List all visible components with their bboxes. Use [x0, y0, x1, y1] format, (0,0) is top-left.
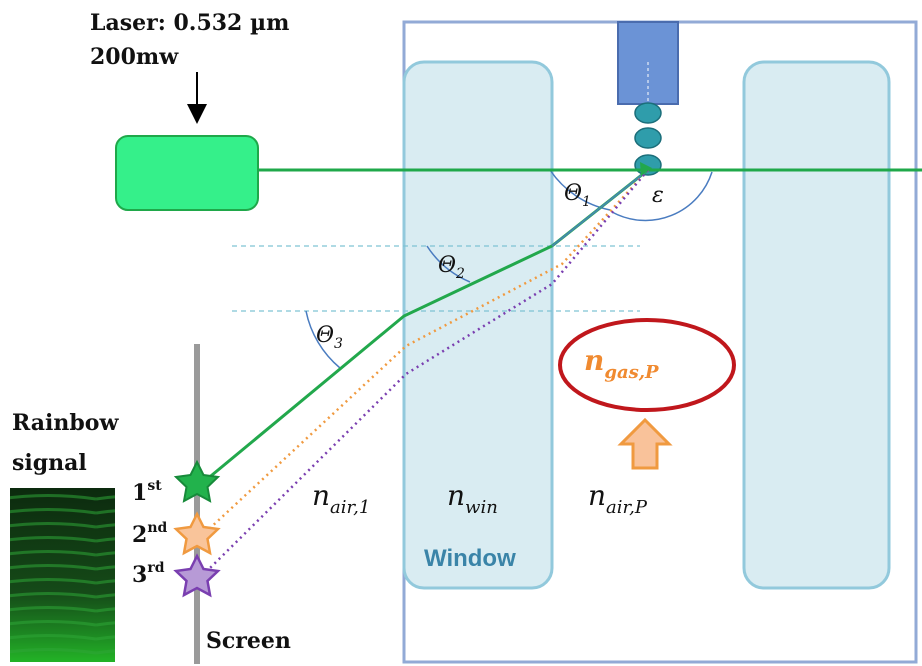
droplet	[634, 127, 662, 149]
n-gas-p-label: ngas,P	[584, 344, 659, 383]
second-order-label: 2nd	[132, 520, 167, 548]
rainbow-label-line2: signal	[12, 450, 87, 476]
n-win-label: nwin	[447, 479, 498, 518]
angle-arc-theta2	[426, 245, 471, 283]
laser-title: Laser: 0.532 µm	[90, 10, 289, 36]
ray-second-order	[207, 169, 649, 531]
window-label: Window	[424, 545, 516, 572]
theta3-label: Θ3	[316, 323, 343, 352]
third-order-star	[173, 553, 221, 598]
n-air-p-label: nair,P	[588, 479, 648, 518]
third-order-label: 3rd	[132, 560, 165, 588]
angle-arc-theta1	[549, 169, 611, 211]
laser-power: 200mw	[90, 44, 179, 70]
epsilon-label: ε	[652, 183, 664, 208]
laser-source	[115, 135, 259, 211]
screen-label: Screen	[206, 628, 291, 654]
impact-arrowhead	[640, 162, 652, 176]
rainbow-fringes	[10, 488, 115, 662]
rainbow-label-line1: Rainbow	[12, 410, 119, 436]
first-order-star	[173, 459, 221, 503]
ray-first-inner-tint	[551, 169, 649, 247]
second-order-star	[173, 511, 221, 556]
window-left	[402, 60, 554, 590]
first-order-label: 1st	[132, 478, 162, 506]
gas-region-ellipse	[558, 318, 736, 412]
n-air-1-label: nair,1	[312, 479, 370, 518]
droplet	[634, 154, 662, 176]
theta2-label: Θ2	[438, 253, 465, 282]
window-right	[742, 60, 891, 590]
angle-arc-epsilon	[611, 171, 713, 222]
angle-arc-theta3	[305, 310, 341, 369]
droplet	[634, 102, 662, 124]
pressure-up-arrow	[617, 417, 673, 470]
theta1-label: Θ1	[564, 181, 591, 210]
ray-third-order	[207, 169, 649, 571]
